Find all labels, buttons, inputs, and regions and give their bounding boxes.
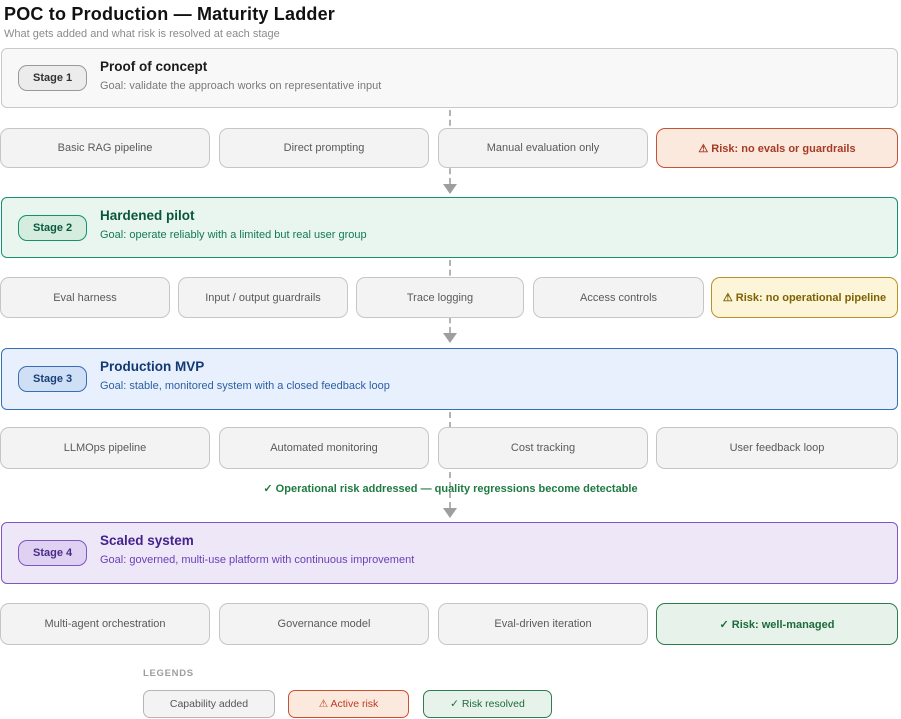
stage-4-badge: Stage 4 bbox=[18, 540, 88, 566]
chip-risk-no-evals-or-guardrails: ⚠ Risk: no evals or guardrails bbox=[656, 128, 898, 168]
chip-trace-logging: Trace logging bbox=[356, 277, 524, 318]
chip-llmops-pipeline: LLMOps pipeline bbox=[0, 427, 210, 469]
stage-3-title: Production MVP bbox=[100, 359, 205, 374]
stage-2-goal: Goal: operate reliably with a limited bu… bbox=[100, 229, 367, 241]
chip-automated-monitoring: Automated monitoring bbox=[219, 427, 429, 469]
chip-risk-no-operational-pipeline: ⚠ Risk: no operational pipeline bbox=[711, 277, 898, 318]
chip-cost-tracking: Cost tracking bbox=[438, 427, 648, 469]
legend-capability-added: Capability added bbox=[143, 690, 275, 718]
stage-card-proof-of-concept: Stage 1 Proof of concept Goal: validate … bbox=[1, 48, 898, 108]
chip-eval-harness: Eval harness bbox=[0, 277, 170, 318]
chip-governance-model: Governance model bbox=[219, 603, 429, 645]
chip-multi-agent-orchestration: Multi-agent orchestration bbox=[0, 603, 210, 645]
chip-user-feedback-loop: User feedback loop bbox=[656, 427, 898, 469]
chip-risk-well-managed: ✓ Risk: well-managed bbox=[656, 603, 898, 645]
page-title: POC to Production — Maturity Ladder bbox=[4, 4, 336, 24]
arrow-down-icon bbox=[443, 508, 457, 518]
legend-active-risk: ⚠ Active risk bbox=[288, 690, 409, 718]
chip-manual-evaluation-only: Manual evaluation only bbox=[438, 128, 648, 168]
stage-4-title: Scaled system bbox=[100, 533, 194, 548]
stage-3-badge: Stage 3 bbox=[18, 366, 88, 392]
stage-card-scaled-system: Stage 4 Scaled system Goal: governed, mu… bbox=[1, 522, 898, 584]
page-subtitle: What gets added and what risk is resolve… bbox=[4, 28, 280, 40]
chip-access-controls: Access controls bbox=[533, 277, 704, 318]
stage-2-title: Hardened pilot bbox=[100, 208, 195, 223]
stage-3-goal: Goal: stable, monitored system with a cl… bbox=[100, 380, 390, 392]
legend-risk-resolved: ✓ Risk resolved bbox=[423, 690, 552, 718]
stage-1-title: Proof of concept bbox=[100, 59, 208, 74]
legend-label: LEGENDS bbox=[143, 668, 194, 679]
stage-4-goal: Goal: governed, multi-use platform with … bbox=[100, 554, 415, 566]
chip-direct-prompting: Direct prompting bbox=[219, 128, 429, 168]
chip-input-output-guardrails: Input / output guardrails bbox=[178, 277, 348, 318]
stage-1-goal: Goal: validate the approach works on rep… bbox=[100, 80, 382, 92]
milestone-note: ✓ Operational risk addressed — quality r… bbox=[263, 483, 638, 495]
stage-card-production-mvp: Stage 3 Production MVP Goal: stable, mon… bbox=[1, 348, 898, 410]
chip-eval-driven-iteration: Eval-driven iteration bbox=[438, 603, 648, 645]
arrow-down-icon bbox=[443, 184, 457, 194]
chip-basic-rag-pipeline: Basic RAG pipeline bbox=[0, 128, 210, 168]
arrow-down-icon bbox=[443, 333, 457, 343]
stage-card-hardened-pilot: Stage 2 Hardened pilot Goal: operate rel… bbox=[1, 197, 898, 258]
stage-2-badge: Stage 2 bbox=[18, 214, 88, 241]
stage-1-badge: Stage 1 bbox=[18, 65, 88, 91]
